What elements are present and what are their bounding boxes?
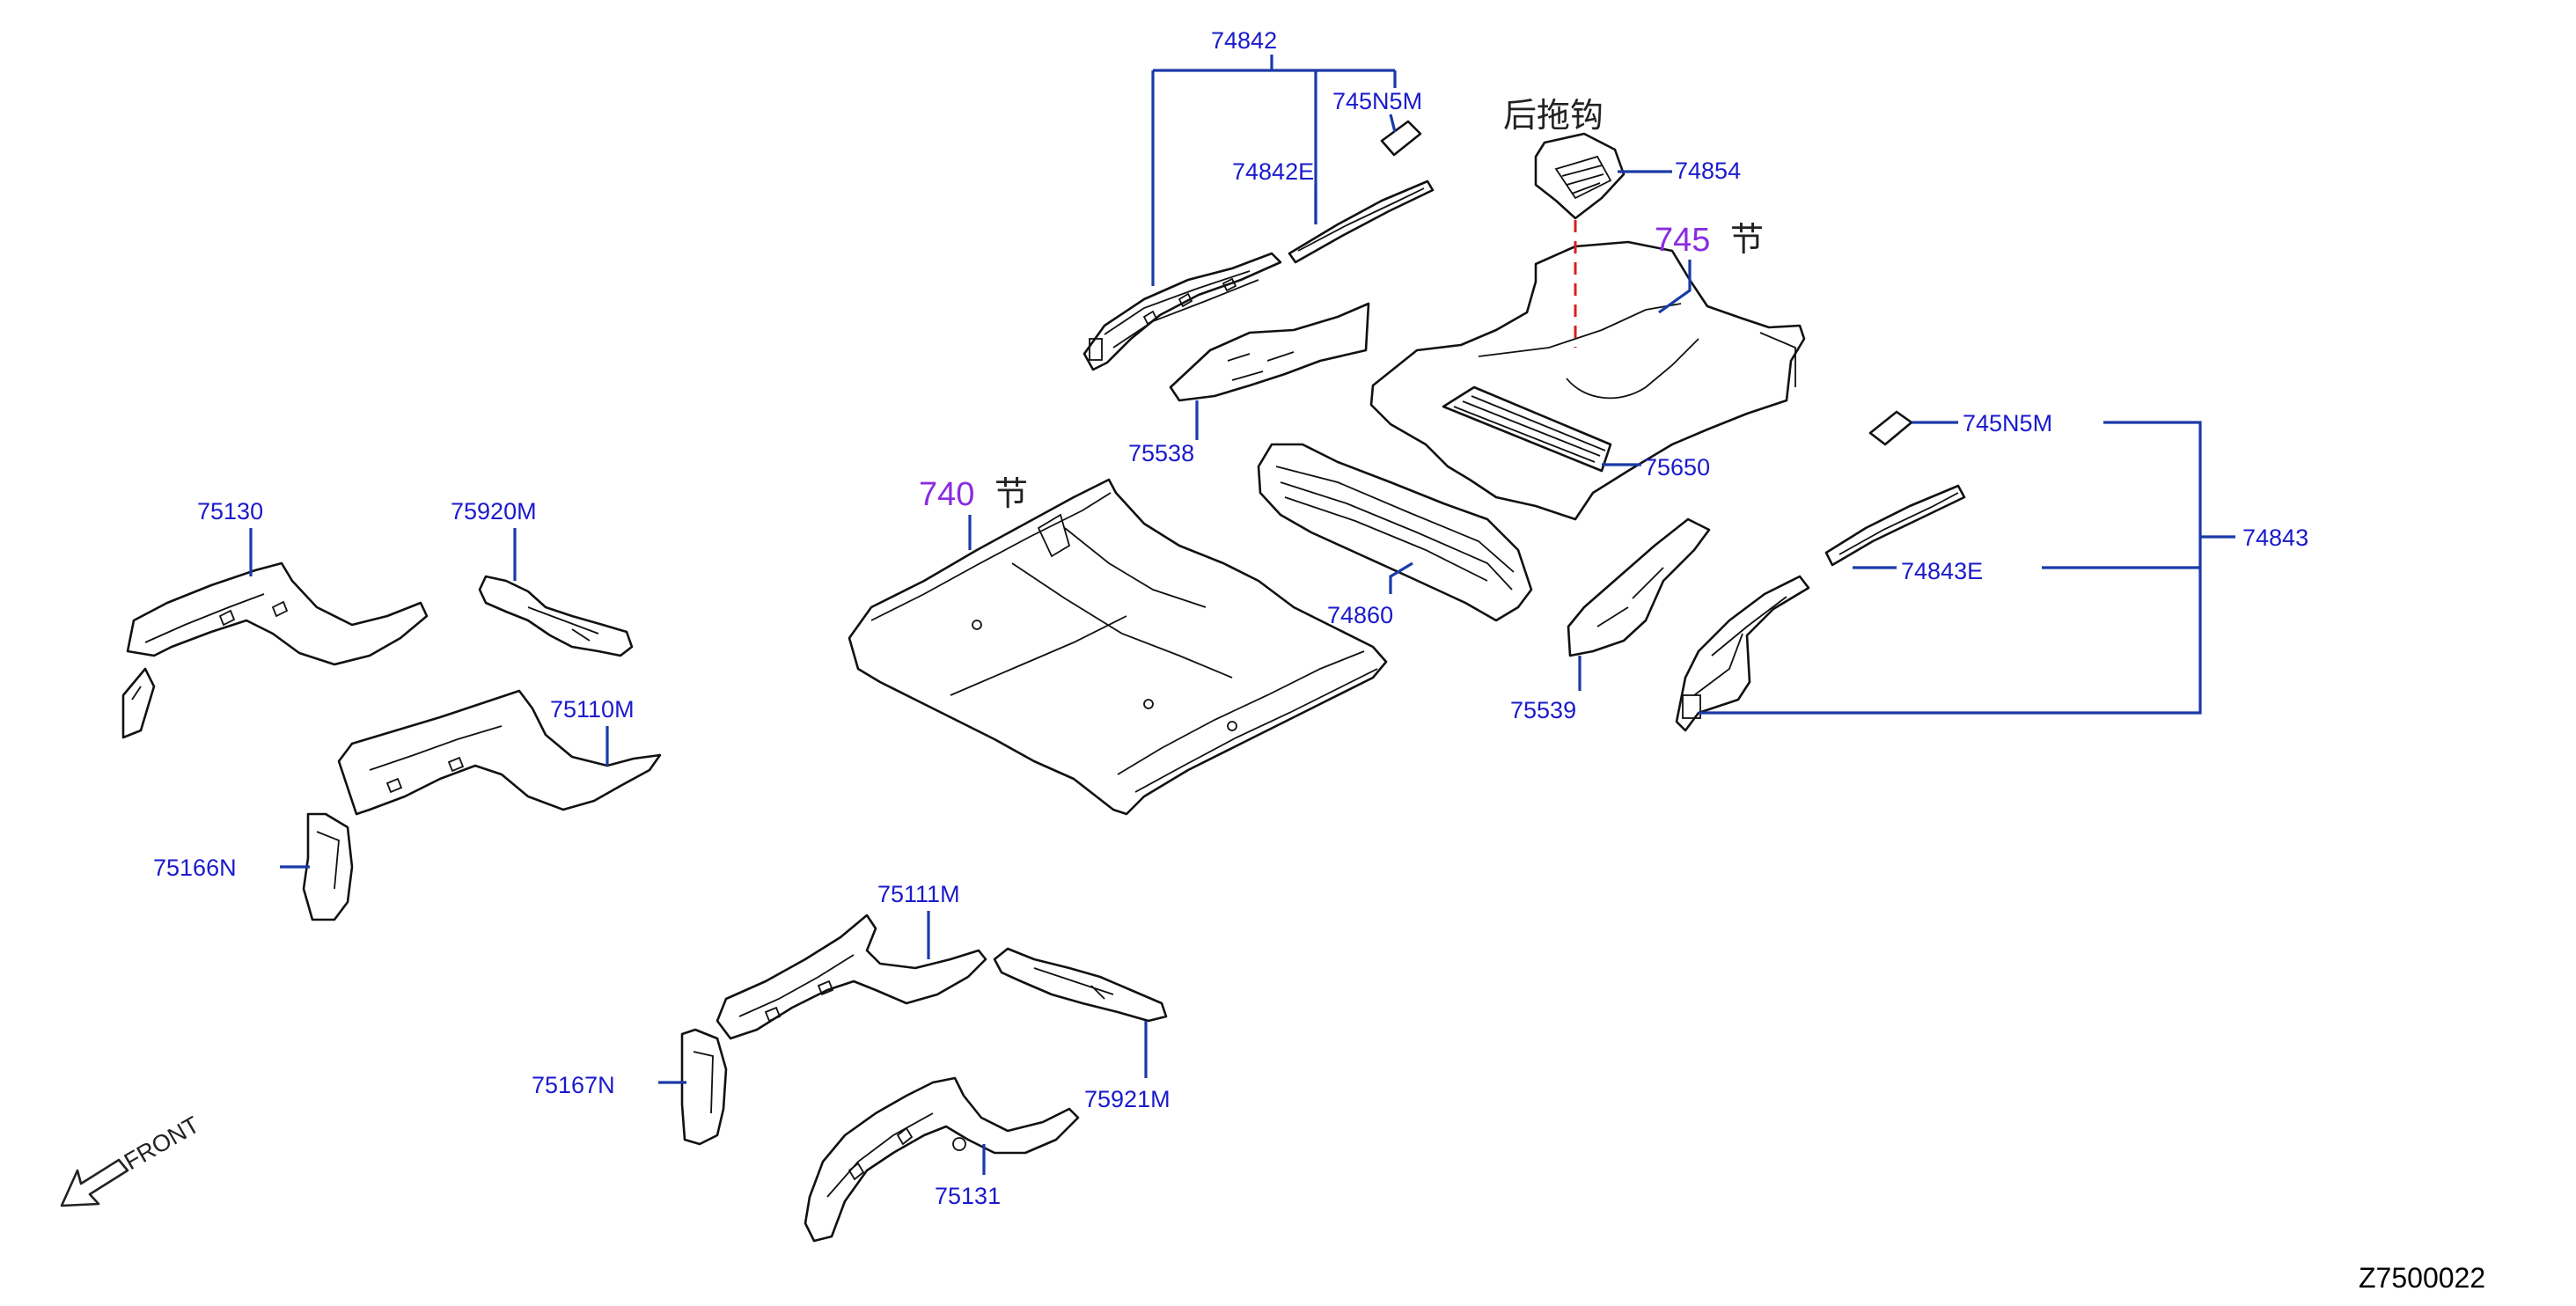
part-74842E-drawing[interactable] — [1288, 180, 1435, 264]
part-label-74854[interactable]: 74854 — [1675, 158, 1741, 184]
front-label: FRONT — [120, 1112, 204, 1175]
part-label-75921M[interactable]: 75921M — [1084, 1086, 1171, 1112]
part-745N5M-right-drawing[interactable] — [1868, 410, 1913, 446]
part-label-75131[interactable]: 75131 — [935, 1183, 1001, 1209]
part-74843E-drawing[interactable] — [1824, 484, 1966, 567]
part-74842-drawing[interactable] — [1083, 252, 1282, 371]
part-label-75111M[interactable]: 75111M — [877, 881, 960, 907]
part-75130-drawing[interactable] — [121, 561, 429, 739]
part-75920M-drawing[interactable] — [478, 575, 634, 657]
part-74843-drawing[interactable] — [1675, 575, 1810, 732]
part-74860-drawing[interactable] — [1257, 443, 1533, 622]
part-75166N-drawing[interactable] — [302, 812, 354, 921]
part-label-745N5M-right[interactable]: 745N5M — [1963, 410, 2052, 437]
part-label-75130[interactable]: 75130 — [197, 498, 263, 525]
section-745-suffix: 节 — [1730, 220, 1764, 259]
section-740-suffix: 节 — [994, 474, 1028, 513]
part-label-74842[interactable]: 74842 — [1211, 27, 1277, 54]
part-740-front-floor-drawing[interactable] — [848, 478, 1388, 816]
part-74854-drawing[interactable] — [1534, 132, 1626, 220]
part-label-74843E[interactable]: 74843E — [1901, 558, 1983, 584]
part-745N5M-top-drawing[interactable] — [1380, 120, 1422, 157]
part-label-75166N[interactable]: 75166N — [153, 855, 237, 881]
part-label-75650[interactable]: 75650 — [1644, 454, 1710, 481]
part-label-74860[interactable]: 74860 — [1327, 602, 1393, 628]
part-label-74843[interactable]: 74843 — [2242, 525, 2308, 551]
part-745-rear-floor-drawing[interactable] — [1369, 240, 1806, 521]
part-75110M-drawing[interactable] — [337, 689, 662, 816]
part-label-745N5M-top[interactable]: 745N5M — [1332, 88, 1422, 114]
part-75131-drawing[interactable] — [804, 1076, 1080, 1243]
section-745-number[interactable]: 745 — [1655, 222, 1710, 259]
part-75539-drawing[interactable] — [1567, 517, 1711, 657]
leader-lines — [249, 55, 2235, 1175]
section-740-number[interactable]: 740 — [919, 476, 974, 513]
part-label-75110M[interactable]: 75110M — [550, 696, 635, 723]
front-arrow-icon — [60, 1158, 129, 1207]
part-label-74842E[interactable]: 74842E — [1232, 158, 1314, 185]
part-label-75538[interactable]: 75538 — [1128, 440, 1194, 466]
part-label-75920M[interactable]: 75920M — [451, 498, 537, 525]
tow-hook-callout: 后拖钩 — [1503, 96, 1604, 135]
part-75921M-drawing[interactable] — [993, 947, 1168, 1023]
part-75538-drawing[interactable] — [1169, 302, 1370, 402]
part-75167N-drawing[interactable] — [680, 1028, 728, 1146]
part-label-75539[interactable]: 75539 — [1510, 697, 1576, 723]
part-label-75167N[interactable]: 75167N — [532, 1072, 615, 1098]
diagram-id: Z7500022 — [2359, 1262, 2485, 1294]
part-75111M-drawing[interactable] — [716, 913, 987, 1040]
